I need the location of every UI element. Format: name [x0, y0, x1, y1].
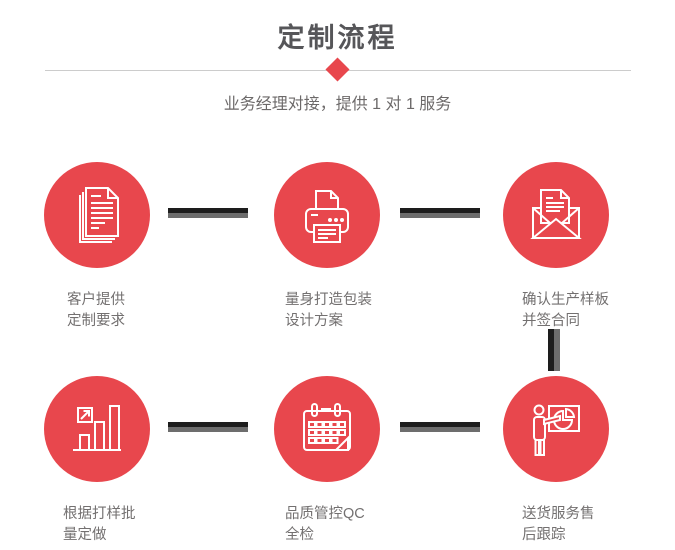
- step-circle-3: [503, 162, 609, 268]
- step-label-2-line1: 量身打造包装: [285, 292, 372, 308]
- step-label-1-line2: 定制要求: [67, 313, 125, 329]
- step-label-4-line2: 量定做: [63, 527, 107, 543]
- step-circle-2: [274, 162, 380, 268]
- step-label-5: 品质管控QC 全检: [285, 504, 365, 546]
- documents-icon: [79, 187, 119, 243]
- subtitle: 业务经理对接，提供 1 对 1 服务: [223, 96, 452, 113]
- connector-step2-step3: [400, 208, 480, 218]
- diamond-icon: [325, 57, 350, 82]
- step-label-3: 确认生产样板 并签合同: [522, 290, 609, 332]
- envelope-icon: [530, 189, 582, 239]
- step-label-6: 送货服务售 后跟踪: [522, 504, 595, 546]
- connector-step4-step5: [168, 422, 248, 432]
- step-label-6-line2: 后跟踪: [522, 527, 566, 543]
- step-label-2-line2: 设计方案: [285, 313, 343, 329]
- step-circle-5: [274, 376, 380, 482]
- connector-step3-step6: [548, 329, 560, 371]
- printer-icon: [305, 190, 349, 243]
- step-label-5-line1: 品质管控QC: [285, 506, 365, 522]
- connector-step1-step2: [168, 208, 248, 218]
- step-circle-4: [44, 376, 150, 482]
- calendar-icon: [303, 403, 351, 451]
- step-label-2: 量身打造包装 设计方案: [285, 290, 372, 332]
- page-title: 定制流程: [277, 23, 398, 53]
- step-circle-6: [503, 376, 609, 482]
- step-label-1-line1: 客户提供: [67, 292, 125, 308]
- step-label-4: 根据打样批 量定做: [63, 504, 136, 546]
- connector-step5-step6: [400, 422, 480, 432]
- bar-chart-icon: [73, 405, 121, 451]
- step-label-5-line2: 全检: [285, 527, 314, 543]
- presentation-icon: [533, 404, 580, 456]
- step-label-3-line1: 确认生产样板: [522, 292, 609, 308]
- step-circle-1: [44, 162, 150, 268]
- step-label-3-line2: 并签合同: [522, 313, 580, 329]
- step-label-1: 客户提供 定制要求: [67, 290, 125, 332]
- step-label-6-line1: 送货服务售: [522, 506, 595, 522]
- step-label-4-line1: 根据打样批: [63, 506, 136, 522]
